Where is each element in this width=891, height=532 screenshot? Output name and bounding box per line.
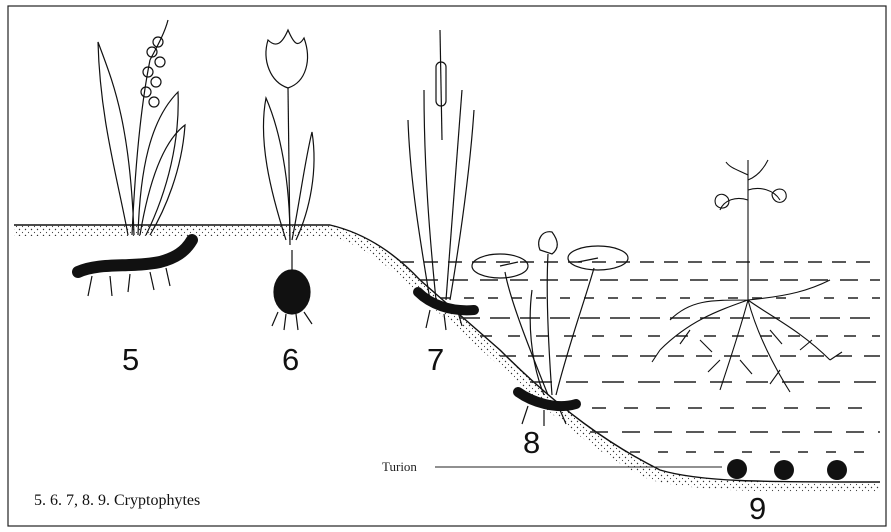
water [400,262,880,452]
label-8: 8 [523,427,540,458]
label-6: 6 [282,344,299,375]
plant-5-rhizome-plant [78,20,192,296]
label-9: 9 [749,493,766,524]
turion-label: Turion [382,459,417,475]
label-7: 7 [427,344,444,375]
figure-caption: 5. 6. 7, 8. 9. Cryptophytes [34,492,200,510]
plant-6-bulb-plant [263,30,314,330]
label-5: 5 [122,344,139,375]
